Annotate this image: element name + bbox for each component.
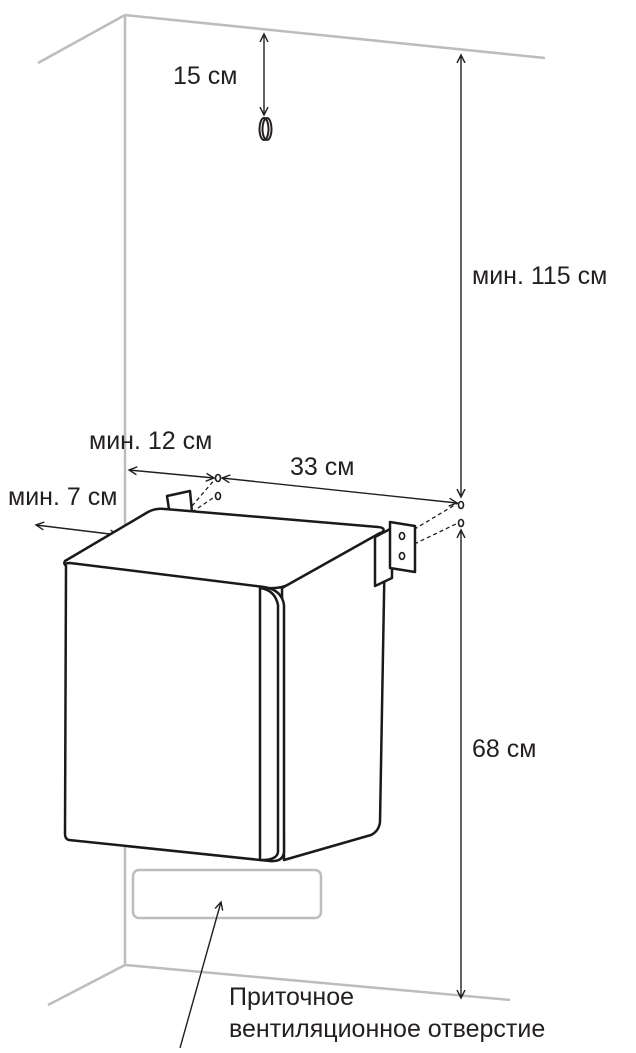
ventilation-opening xyxy=(131,868,323,920)
label-mount-height: 68 см xyxy=(472,735,537,763)
label-bracket-spacing: 33 см xyxy=(290,453,355,481)
vent-caption-line-2: вентиляционное отверстие xyxy=(229,1015,546,1043)
label-min-side-7: мин. 7 см xyxy=(8,483,118,511)
ceiling-line-right xyxy=(124,13,546,60)
ceiling-line-left xyxy=(37,13,126,65)
mounting-guides xyxy=(191,477,459,548)
label-top-clearance: 15 см xyxy=(173,62,238,90)
dimension-line-min-12 xyxy=(129,470,214,478)
box-front-edge xyxy=(258,586,280,862)
dimension-line-33 xyxy=(222,478,457,503)
box-front-face xyxy=(63,561,286,863)
floor-line-right xyxy=(124,963,511,1002)
vent-pointer-line xyxy=(179,902,221,1049)
right-bracket xyxy=(373,520,417,588)
label-min-height-above: мин. 115 см xyxy=(472,262,608,290)
box-side-face xyxy=(280,531,387,862)
mounting-holes xyxy=(214,473,465,528)
appliance-box xyxy=(63,507,387,863)
dimension-line-min-7 xyxy=(36,525,118,535)
floor-line-left xyxy=(47,963,126,1007)
vent-caption-line-1: Приточное xyxy=(229,983,354,1011)
ceiling-fixture xyxy=(258,117,273,141)
label-min-side-12: мин. 12 см xyxy=(89,427,213,455)
